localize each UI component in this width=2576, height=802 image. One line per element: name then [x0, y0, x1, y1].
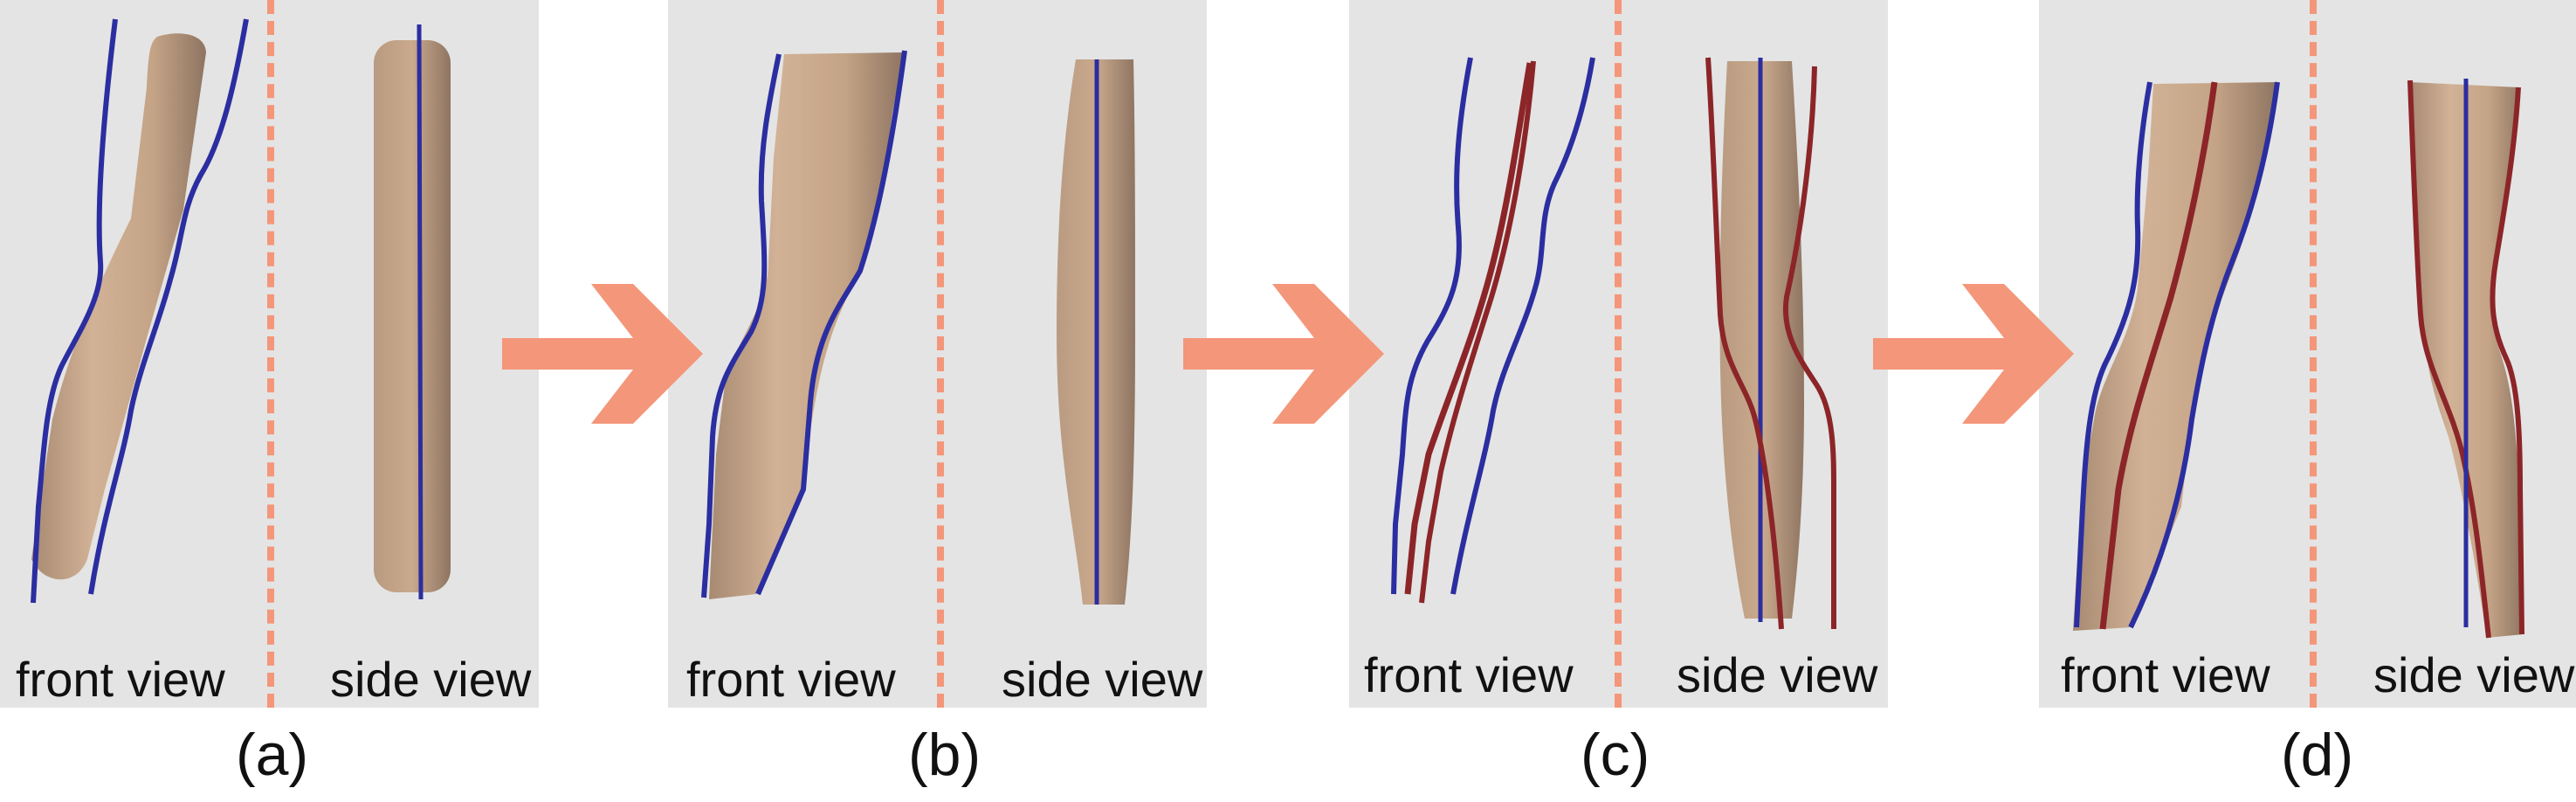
panel-b-front-view-label: front view: [686, 652, 896, 707]
panel-c-side-red-curve-right: [1782, 66, 1836, 629]
right-arrow-icon: [502, 284, 703, 424]
panel-d-front-view-label: front view: [2061, 647, 2270, 702]
panel-d-front-blue-curve-right: [2128, 81, 2280, 629]
panel-b-front-blue-curve-left: [701, 53, 782, 598]
panel-d-front-blue-curve-left: [2074, 81, 2152, 628]
panel-a-front-view-label: front view: [16, 652, 225, 707]
panel-a-divider: [267, 0, 274, 708]
panel-b-label: (b): [908, 722, 981, 788]
panel-d-front-red-curve: [2099, 81, 2218, 630]
panel-b-front-blue-curve-right: [755, 50, 907, 596]
right-arrow-icon: [1183, 284, 1384, 424]
panel-c-side-view-label: side view: [1677, 647, 1878, 702]
panel-c-label: (c): [1581, 722, 1650, 788]
panel-a-side-blue-axis: [417, 24, 424, 600]
panel-c-side-red-curve-left: [1705, 57, 1784, 630]
panel-d-side-view-label: side view: [2373, 647, 2575, 702]
panel-a-front-blue-curve-left: [31, 18, 118, 604]
panel-c-front-red-curve-2: [1419, 60, 1536, 604]
panel-c-front-red-curve-1: [1404, 62, 1533, 595]
panel-c-front-blue-curve-left: [1391, 57, 1473, 595]
panel-d-side-red-curve-left: [2407, 80, 2491, 639]
panel-d-side-red-curve-right: [2490, 86, 2524, 635]
panel-b-divider: [937, 0, 944, 708]
panel-a-side-mesh: [374, 40, 451, 592]
panel-c-divider: [1615, 0, 1622, 708]
panel-b-side-view-label: side view: [1002, 652, 1203, 707]
panel-d-front-mesh: [2073, 82, 2277, 631]
panel-a-front-blue-curve-right: [88, 18, 249, 595]
panel-c-front-view-label: front view: [1364, 647, 1574, 702]
panel-d-label: (d): [2281, 722, 2354, 788]
panel-a-side-view-label: side view: [330, 652, 532, 707]
panel-a-label: (a): [236, 722, 309, 788]
right-arrow-icon: [1873, 284, 2074, 424]
panel-d-divider: [2310, 0, 2317, 708]
panel-c-front-blue-curve-right: [1450, 57, 1595, 595]
panel-b-front-mesh: [709, 52, 904, 599]
panel-a-front-mesh: [31, 33, 206, 580]
